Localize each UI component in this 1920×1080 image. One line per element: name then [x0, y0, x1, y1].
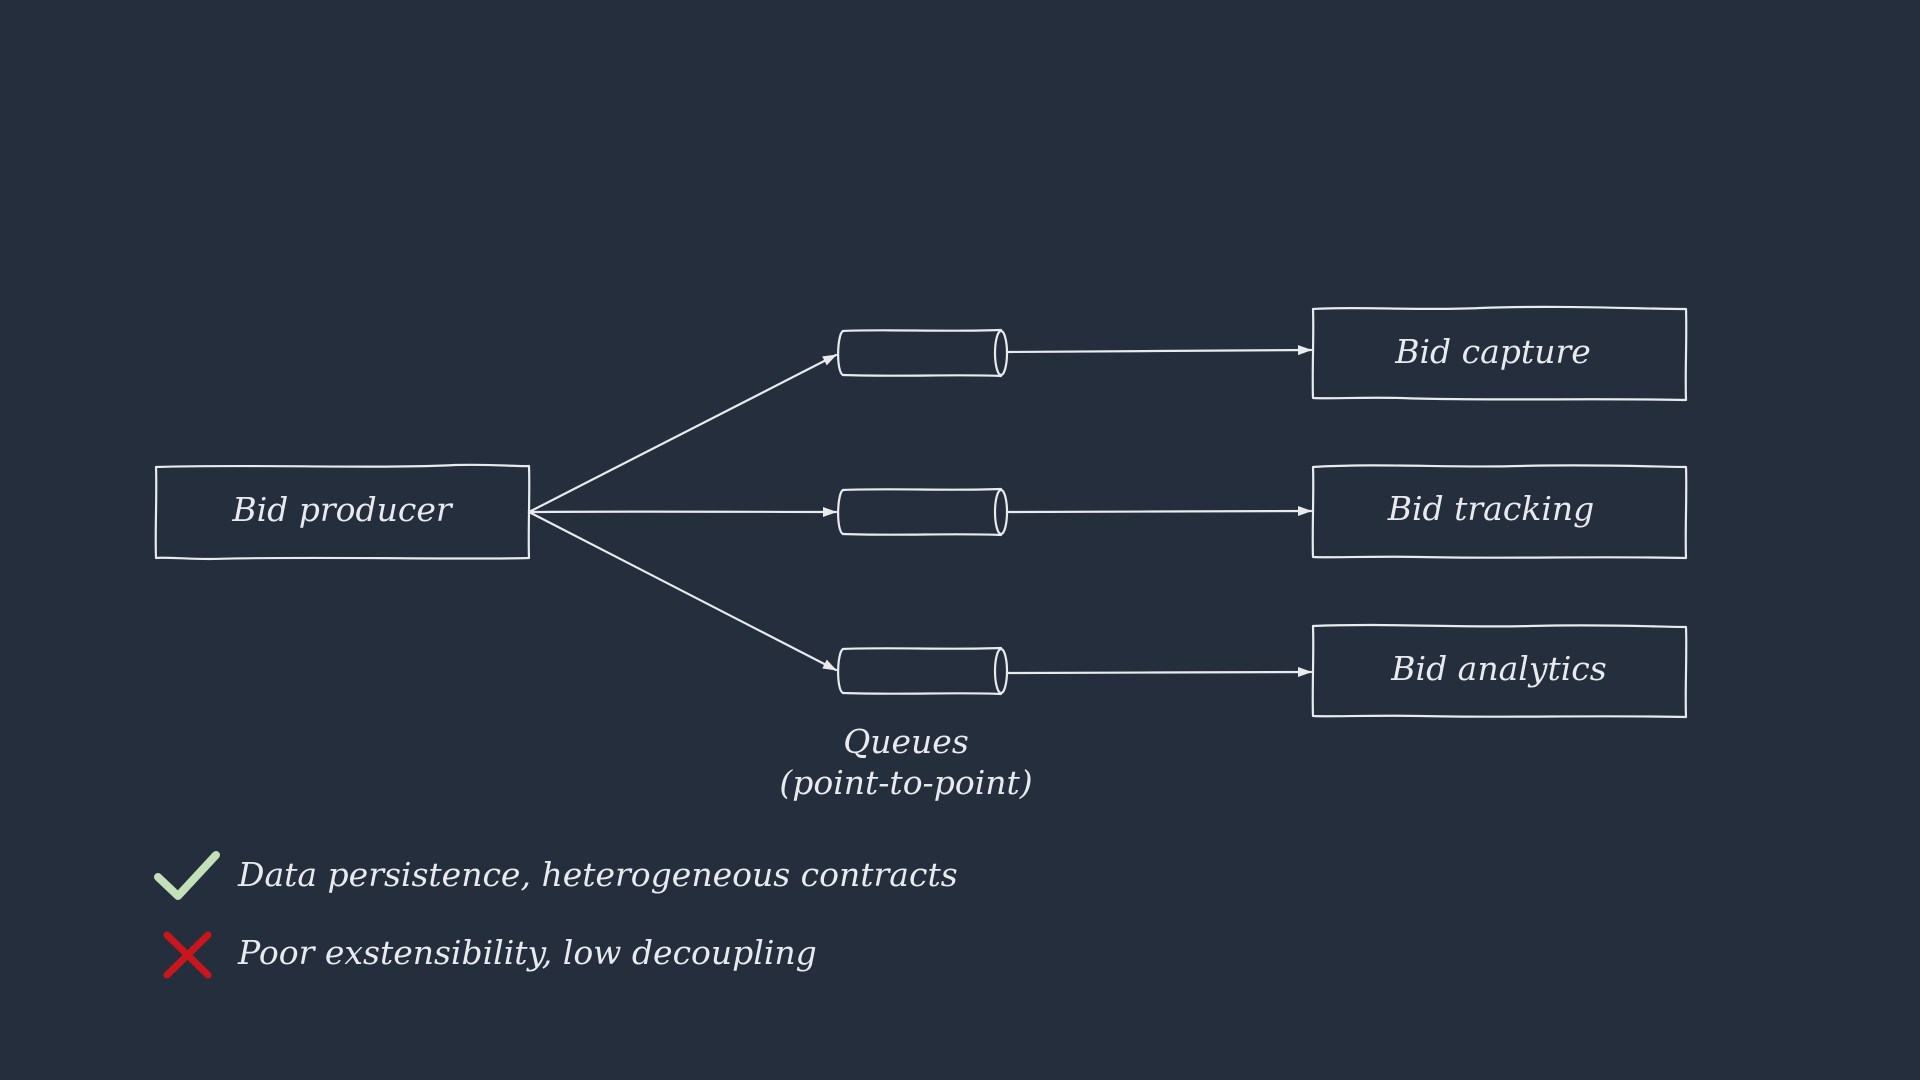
- bid-analytics-node: Bid analytics: [1311, 623, 1688, 719]
- edge-producer-queue-3: [527, 510, 838, 672]
- edge-producer-queue-1: [527, 353, 838, 514]
- queue-3: [837, 646, 1009, 696]
- bid-capture-label: Bid capture: [1394, 332, 1591, 371]
- check-icon: [154, 851, 220, 900]
- edge-queue-3-analytics: [1005, 667, 1313, 678]
- legend-con: Poor exstensibility, low decoupling: [163, 931, 817, 979]
- legend-con-text: Poor exstensibility, low decoupling: [237, 933, 817, 972]
- queue-1: [837, 328, 1009, 378]
- bid-tracking-label: Bid tracking: [1387, 489, 1595, 528]
- queues-caption-line1: Queues: [843, 722, 969, 761]
- bid-tracking-node: Bid tracking: [1311, 464, 1688, 560]
- queues-caption-line2: (point-to-point): [779, 763, 1032, 802]
- bid-analytics-label: Bid analytics: [1390, 649, 1606, 688]
- edge-queue-2-tracking: [1005, 506, 1313, 517]
- legend-pro: Data persistence, heterogeneous contract…: [154, 851, 958, 900]
- bid-producer-node: Bid producer: [154, 463, 531, 561]
- cross-icon: [163, 931, 212, 979]
- legend-pro-text: Data persistence, heterogeneous contract…: [237, 855, 958, 894]
- edge-queue-1-capture: [1005, 345, 1313, 356]
- bid-producer-label: Bid producer: [231, 490, 454, 529]
- queue-2: [837, 487, 1009, 537]
- bid-capture-node: Bid capture: [1311, 305, 1688, 402]
